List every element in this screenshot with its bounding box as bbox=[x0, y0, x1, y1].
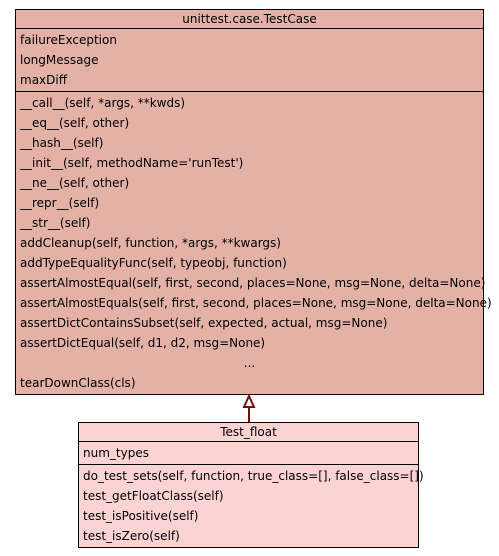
method: tearDownClass(cls) bbox=[20, 376, 136, 390]
inheritance-arrowhead bbox=[242, 393, 256, 408]
attribute: num_types bbox=[83, 446, 149, 460]
method: addCleanup(self, function, *args, **kwar… bbox=[20, 236, 281, 250]
method: test_isZero(self) bbox=[83, 529, 180, 543]
method: __repr__(self) bbox=[20, 196, 100, 210]
attribute: maxDiff bbox=[20, 73, 67, 87]
method: test_isPositive(self) bbox=[83, 509, 199, 523]
method: __call__(self, *args, **kwds) bbox=[20, 96, 186, 110]
method: assertAlmostEquals(self, first, second, … bbox=[20, 296, 492, 310]
class-title: Test_float bbox=[79, 423, 418, 442]
method: do_test_sets(self, function, true_class=… bbox=[83, 469, 424, 483]
attributes-section: num_types bbox=[79, 442, 418, 465]
class-title: unittest.case.TestCase bbox=[16, 10, 483, 29]
methods-section: do_test_sets(self, function, true_class=… bbox=[79, 465, 424, 547]
class-box-testcase: unittest.case.TestCase failureException … bbox=[15, 9, 492, 395]
method: __hash__(self) bbox=[20, 136, 104, 150]
attributes-section: failureException longMessage maxDiff bbox=[16, 29, 483, 92]
method: __init__(self, methodName='runTest') bbox=[20, 156, 244, 170]
method: assertDictContainsSubset(self, expected,… bbox=[20, 316, 388, 330]
method-ellipsis: ... bbox=[243, 356, 256, 370]
attribute: longMessage bbox=[20, 53, 99, 67]
attribute: failureException bbox=[20, 33, 117, 47]
method: addTypeEqualityFunc(self, typeobj, funct… bbox=[20, 256, 287, 270]
method: test_getFloatClass(self) bbox=[83, 489, 224, 503]
class-box-test-float: Test_float num_types do_test_sets(self, … bbox=[78, 422, 424, 548]
method: __ne__(self, other) bbox=[20, 176, 130, 190]
method: assertDictEqual(self, d1, d2, msg=None) bbox=[20, 336, 266, 350]
method: __eq__(self, other) bbox=[20, 116, 130, 130]
method: __str__(self) bbox=[20, 216, 91, 230]
method: assertAlmostEqual(self, first, second, p… bbox=[20, 276, 486, 290]
methods-section: __call__(self, *args, **kwds) __eq__(sel… bbox=[16, 92, 492, 394]
